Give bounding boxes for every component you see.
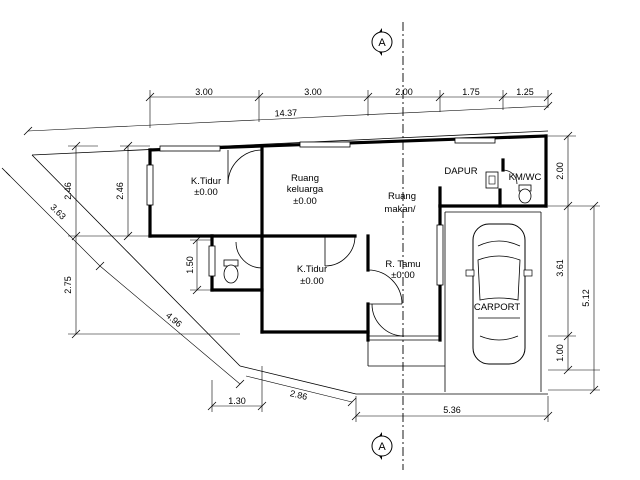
guest-room-level: ±0.00 bbox=[391, 270, 415, 281]
top-dimension-chain: 3.00 3.00 2.00 1.75 1.25 bbox=[145, 87, 553, 128]
dim-right-total: 5.12 bbox=[581, 289, 591, 307]
dim-bath-small: 1.50 bbox=[185, 256, 195, 274]
family-room-level: ±0.00 bbox=[293, 196, 317, 207]
dim-top-4: 1.75 bbox=[462, 87, 480, 97]
dim-left-inner: 2.46 bbox=[115, 182, 125, 200]
dim-total-top: 14.37 bbox=[274, 107, 297, 118]
dining-room-line1: Ruang bbox=[388, 191, 416, 202]
guest-room-name: R. Tamu bbox=[385, 259, 420, 270]
bathroom-name: KM/WC bbox=[509, 172, 542, 183]
section-marker-bottom: A bbox=[371, 432, 393, 460]
right-dimensions: 2.00 3.61 1.00 5.12 bbox=[548, 131, 600, 395]
family-room-line1: Ruang bbox=[291, 173, 319, 184]
bottom-dimensions: 1.30 2.86 5.36 bbox=[207, 366, 553, 422]
kitchen-counter bbox=[485, 171, 499, 189]
dim-top-1: 3.00 bbox=[195, 87, 213, 97]
kitchen-name: DAPUR bbox=[444, 166, 477, 177]
diagonal-dimensions: 3.63 4.96 bbox=[1, 167, 245, 389]
family-room-line2: keluarga bbox=[287, 184, 324, 195]
section-marker-top: A bbox=[371, 28, 393, 56]
dim-top-3: 2.00 bbox=[395, 87, 413, 97]
windows bbox=[146, 137, 496, 286]
dim-right-top: 2.00 bbox=[555, 162, 565, 180]
dim-top-5: 1.25 bbox=[516, 87, 534, 97]
toilet-icon-2 bbox=[518, 184, 532, 204]
left-dimensions: 2.46 2.46 2.75 1.50 bbox=[63, 141, 240, 339]
car-icon bbox=[465, 223, 533, 365]
site-boundary bbox=[31, 130, 549, 395]
dim-bottom-small: 1.30 bbox=[228, 396, 246, 406]
dim-bottom: 5.36 bbox=[443, 405, 461, 415]
dining-room-line2: makan/ bbox=[384, 204, 416, 215]
dim-diag-lower: 4.96 bbox=[164, 310, 184, 329]
dim-diag-left: 3.63 bbox=[48, 202, 67, 221]
section-marker-bottom-label: A bbox=[378, 441, 386, 453]
total-top-dimension: 14.37 bbox=[23, 101, 553, 136]
dim-right-bottom: 1.00 bbox=[555, 344, 565, 362]
dim-right-mid: 3.61 bbox=[555, 259, 565, 277]
bedroom1-level: ±0.00 bbox=[194, 187, 218, 198]
bedroom2-level: ±0.00 bbox=[300, 276, 324, 287]
dim-top-2: 3.00 bbox=[304, 87, 322, 97]
section-marker-top-label: A bbox=[378, 37, 386, 49]
bedroom2-name: K.Tidur bbox=[297, 264, 327, 275]
room-labels: K.Tidur ±0.00 Ruang keluarga ±0.00 Ruang… bbox=[191, 166, 542, 313]
dim-left-outer-upper: 2.46 bbox=[63, 182, 73, 200]
carport-area bbox=[367, 211, 542, 392]
door-swings bbox=[227, 149, 518, 337]
toilet-icon bbox=[223, 259, 239, 284]
carport-name: CARPORT bbox=[474, 302, 520, 313]
dim-left-outer-lower: 2.75 bbox=[63, 276, 73, 294]
dim-bottom-diag: 2.86 bbox=[289, 388, 308, 402]
bedroom1-name: K.Tidur bbox=[191, 176, 221, 187]
